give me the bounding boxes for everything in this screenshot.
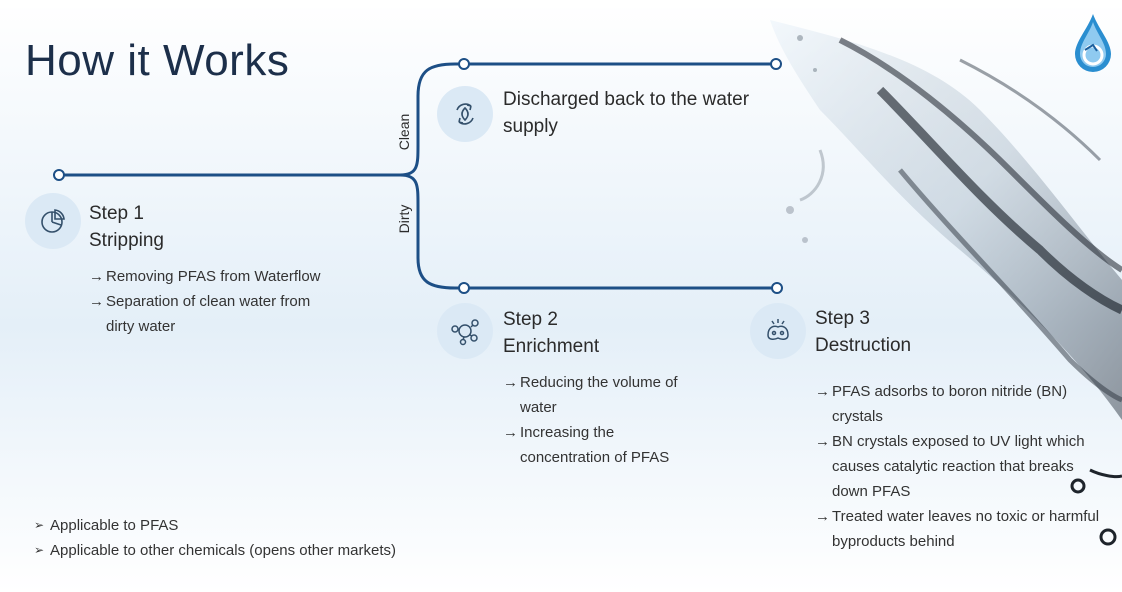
step3-heading: Step 3 Destruction [815, 305, 911, 359]
flow-node-dirty-end [771, 282, 783, 294]
arrowhead-bullet-icon: ➢ [34, 543, 45, 557]
page-title: How it Works [25, 36, 290, 85]
list-item: ➢Applicable to PFAS [34, 513, 396, 538]
step3-name: Destruction [815, 335, 912, 356]
flow-node-clean-end [770, 58, 782, 70]
step3-bullets: →PFAS adsorbs to boron nitride (BN) crys… [815, 379, 1100, 554]
arrow-icon: → [815, 508, 830, 525]
flow-node-start [53, 169, 65, 181]
reaction-icon [767, 319, 789, 340]
list-item: →Reducing the volume of water [503, 370, 703, 420]
arrow-icon: → [89, 268, 104, 285]
water-drop-logo [1075, 14, 1111, 72]
step3-number: Step 3 [815, 308, 870, 329]
step1-icon-circle [25, 193, 81, 249]
arrowhead-bullet-icon: ➢ [34, 518, 45, 532]
step1-name: Stripping [89, 230, 164, 251]
clean-branch-line [399, 62, 776, 177]
step3-icon-circle [750, 303, 806, 359]
arrow-icon: → [815, 433, 830, 450]
step2-name: Enrichment [503, 336, 600, 357]
step1-heading: Step 1 Stripping [89, 200, 164, 254]
step2-heading: Step 2 Enrichment [503, 306, 599, 360]
discharge-text: Discharged back to the water supply [503, 89, 750, 137]
discharge-icon-circle [437, 86, 493, 142]
list-item: →Removing PFAS from Waterflow [89, 264, 339, 289]
dirty-branch-label: Dirty [396, 204, 412, 234]
step2-icon-circle [437, 303, 493, 359]
list-item: →Increasing the concentration of PFAS [503, 420, 703, 470]
pie-chart-icon [41, 209, 65, 233]
clean-branch-label: Clean [396, 113, 412, 151]
list-item: →Separation of clean water from dirty wa… [89, 289, 339, 339]
molecule-icon [451, 319, 479, 346]
arrow-icon: → [503, 424, 518, 441]
arrow-icon: → [815, 383, 830, 400]
list-item: →Treated water leaves no toxic or harmfu… [815, 504, 1100, 554]
flow-node-clean-start [458, 58, 470, 70]
top-band [0, 0, 1122, 8]
dirty-branch-line [399, 173, 777, 290]
list-item: →PFAS adsorbs to boron nitride (BN) crys… [815, 379, 1100, 429]
flow-node-dirty-start [458, 282, 470, 294]
arrow-icon: → [503, 374, 518, 391]
step1-bullets: →Removing PFAS from Waterflow →Separatio… [89, 264, 339, 339]
list-item: ➢Applicable to other chemicals (opens ot… [34, 538, 396, 563]
step1-number: Step 1 [89, 203, 144, 224]
list-item: →BN crystals exposed to UV light which c… [815, 429, 1100, 504]
applicability-list: ➢Applicable to PFAS ➢Applicable to other… [34, 513, 396, 563]
recycle-icon [456, 103, 474, 125]
arrow-icon: → [89, 293, 104, 310]
step2-number: Step 2 [503, 309, 558, 330]
step2-bullets: →Reducing the volume of water →Increasin… [503, 370, 703, 470]
